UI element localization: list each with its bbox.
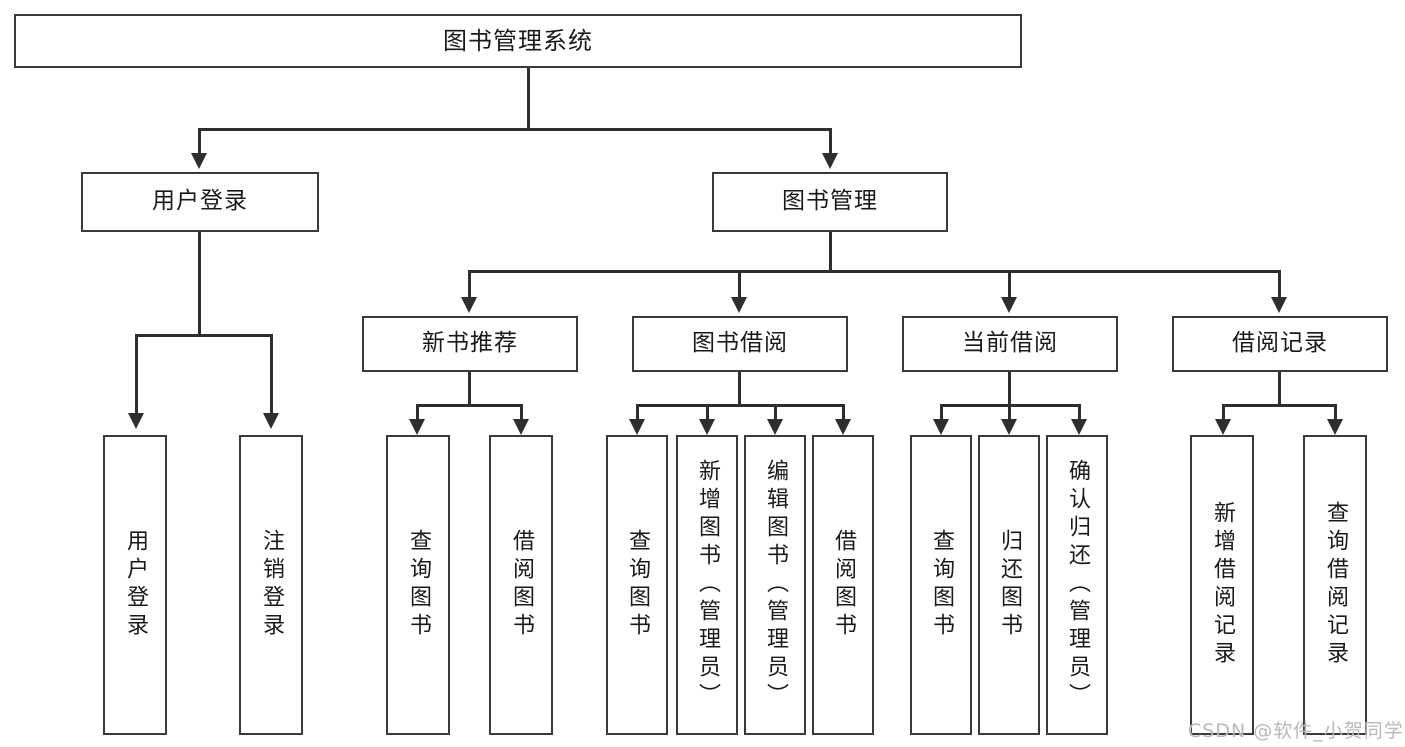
connector-user-login-stem — [198, 232, 201, 336]
leaf-confirm-return[interactable]: 确认归还（管理员） — [1046, 435, 1108, 735]
connector-bb-drop-1 — [636, 404, 639, 422]
node-label: 确认归还（管理员） — [1065, 459, 1090, 711]
csdn-watermark: CSDN @软件_小贺同学 — [1188, 720, 1404, 742]
connector-bm-to-borrow-record — [1278, 270, 1281, 300]
connector-bm-to-book-borrow — [738, 270, 741, 300]
node-label: 查询图书 — [929, 529, 954, 641]
connector-cb-stem — [1008, 372, 1011, 406]
arrowhead-icon — [767, 419, 783, 435]
connector-book-management-bus — [468, 270, 1280, 273]
connector-br-stem — [1278, 372, 1281, 406]
connector-user-login-drop-2 — [270, 334, 273, 416]
connector-nbr-drop-1 — [416, 404, 419, 422]
node-label: 查询图书 — [625, 529, 650, 641]
leaf-query-record[interactable]: 查询借阅记录 — [1303, 435, 1367, 735]
arrowhead-icon — [1001, 297, 1017, 313]
node-label: 当前借阅 — [962, 330, 1058, 357]
connector-user-login-bus — [135, 334, 272, 337]
node-label: 归还图书 — [997, 529, 1022, 641]
connector-bb-stem — [738, 372, 741, 406]
leaf-user-login[interactable]: 用户登录 — [103, 435, 167, 735]
leaf-add-record[interactable]: 新增借阅记录 — [1190, 435, 1254, 735]
connector-br-bus — [1222, 404, 1336, 407]
arrowhead-icon — [699, 419, 715, 435]
leaf-user-logout[interactable]: 注销登录 — [239, 435, 303, 735]
arrowhead-icon — [461, 297, 477, 313]
leaf-query-book-3[interactable]: 查询图书 — [910, 435, 972, 735]
node-label: 注销登录 — [259, 529, 284, 641]
arrowhead-icon — [513, 419, 529, 435]
node-book-borrow[interactable]: 图书借阅 — [632, 316, 848, 372]
leaf-borrow-book-1[interactable]: 借阅图书 — [489, 435, 553, 735]
node-label: 借阅记录 — [1232, 330, 1328, 357]
node-root-book-management-system[interactable]: 图书管理系统 — [14, 14, 1022, 68]
node-new-book-recommend[interactable]: 新书推荐 — [362, 316, 578, 372]
connector-nbr-stem — [468, 372, 471, 406]
node-current-borrow[interactable]: 当前借阅 — [902, 316, 1118, 372]
node-label: 新增图书（管理员） — [695, 459, 720, 711]
leaf-query-book-2[interactable]: 查询图书 — [606, 435, 668, 735]
node-label: 新增借阅记录 — [1210, 501, 1235, 669]
connector-cb-drop-3 — [1078, 404, 1081, 422]
leaf-add-book[interactable]: 新增图书（管理员） — [676, 435, 738, 735]
arrowhead-icon — [835, 419, 851, 435]
arrowhead-icon — [263, 413, 279, 429]
arrowhead-icon — [1071, 419, 1087, 435]
arrowhead-icon — [1327, 419, 1343, 435]
connector-root-to-user-login — [198, 128, 201, 156]
connector-root-stem — [527, 68, 530, 130]
leaf-query-book-1[interactable]: 查询图书 — [386, 435, 450, 735]
connector-root-to-book-management — [829, 128, 832, 156]
connector-bb-drop-2 — [706, 404, 709, 422]
arrowhead-icon — [1215, 419, 1231, 435]
node-user-login[interactable]: 用户登录 — [81, 172, 319, 232]
connector-cb-drop-2 — [1008, 404, 1011, 422]
node-label: 用户登录 — [123, 529, 148, 641]
node-label: 图书管理系统 — [443, 26, 593, 55]
node-borrow-record[interactable]: 借阅记录 — [1172, 316, 1388, 372]
leaf-return-book[interactable]: 归还图书 — [978, 435, 1040, 735]
leaf-borrow-book-2[interactable]: 借阅图书 — [812, 435, 874, 735]
node-book-management[interactable]: 图书管理 — [712, 172, 948, 232]
node-label: 查询借阅记录 — [1323, 501, 1348, 669]
arrowhead-icon — [933, 419, 949, 435]
connector-bb-bus — [636, 404, 844, 407]
connector-bb-drop-3 — [774, 404, 777, 422]
connector-book-management-stem — [829, 232, 832, 272]
arrowhead-icon — [822, 153, 838, 169]
connector-bb-drop-4 — [842, 404, 845, 422]
arrowhead-icon — [409, 419, 425, 435]
connector-root-bus — [198, 128, 830, 131]
connector-bm-to-current-borrow — [1008, 270, 1011, 300]
connector-bm-to-new-book — [468, 270, 471, 300]
arrowhead-icon — [629, 419, 645, 435]
node-label: 图书管理 — [782, 188, 878, 215]
leaf-edit-book[interactable]: 编辑图书（管理员） — [744, 435, 806, 735]
connector-nbr-bus — [416, 404, 522, 407]
node-label: 编辑图书（管理员） — [763, 459, 788, 711]
node-label: 借阅图书 — [831, 529, 856, 641]
node-label: 借阅图书 — [509, 529, 534, 641]
connector-user-login-drop-1 — [135, 334, 138, 416]
connector-nbr-drop-2 — [520, 404, 523, 422]
arrowhead-icon — [128, 413, 144, 429]
connector-br-drop-2 — [1334, 404, 1337, 422]
arrowhead-icon — [731, 297, 747, 313]
node-label: 图书借阅 — [692, 330, 788, 357]
node-label: 查询图书 — [406, 529, 431, 641]
arrowhead-icon — [1271, 297, 1287, 313]
arrowhead-icon — [191, 153, 207, 169]
node-label: 用户登录 — [152, 188, 248, 215]
node-label: 新书推荐 — [422, 330, 518, 357]
arrowhead-icon — [1001, 419, 1017, 435]
connector-br-drop-1 — [1222, 404, 1225, 422]
connector-cb-drop-1 — [940, 404, 943, 422]
